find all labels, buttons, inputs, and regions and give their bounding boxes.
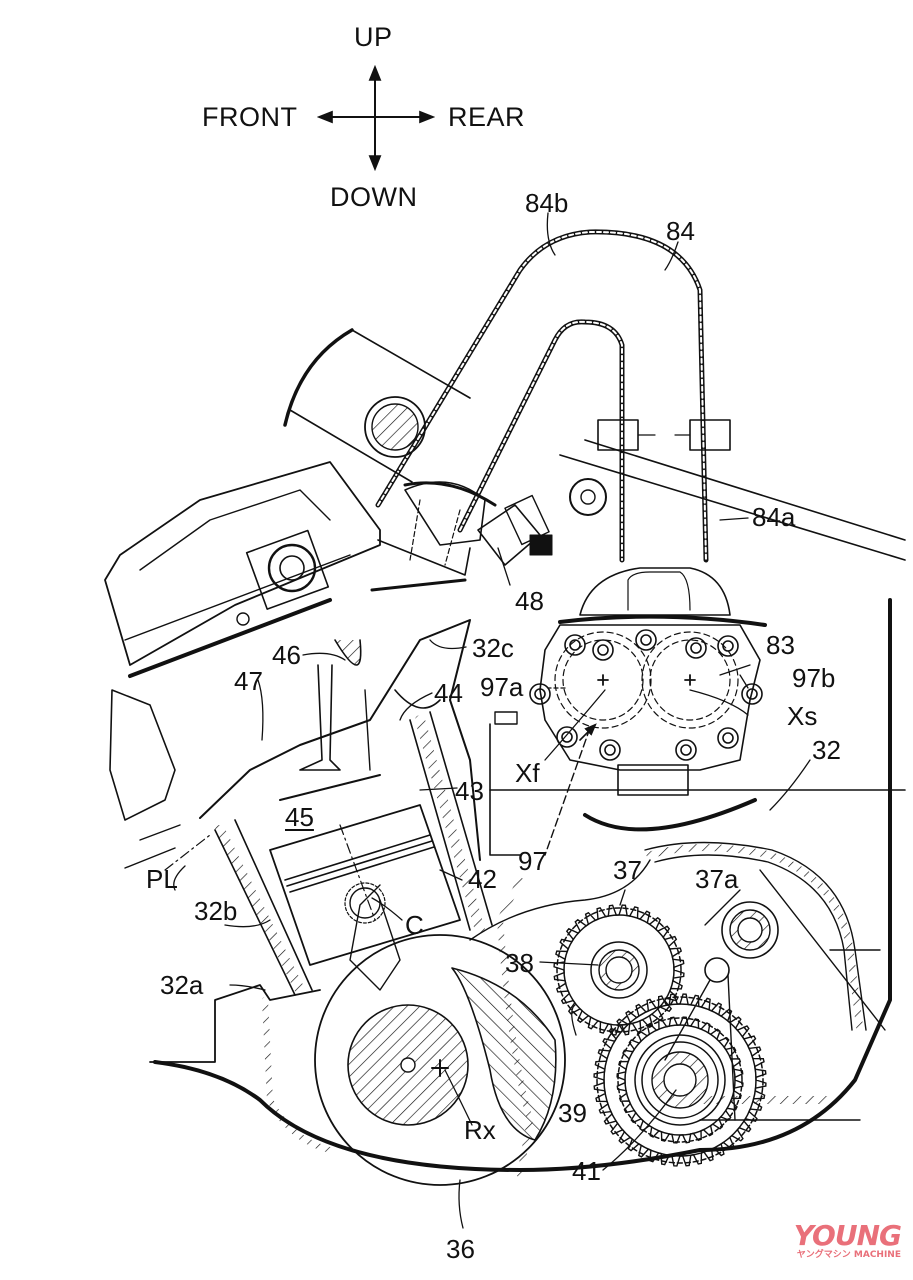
- ref-label-32b: 32b: [194, 896, 238, 926]
- ref-label-32: 32: [812, 735, 841, 765]
- ref-label-97b: 97b: [792, 663, 836, 693]
- ref-label-83: 83: [766, 630, 795, 660]
- leader-lines: [173, 212, 811, 1229]
- ref-label-47: 47: [234, 666, 263, 696]
- ref-label-46: 46: [272, 640, 301, 670]
- exhaust-pipe-84: [375, 229, 731, 616]
- exhaust-port-flange: [489, 614, 906, 856]
- direction-label-front: FRONT: [202, 102, 298, 132]
- gear-teeth-41-outer: [593, 993, 767, 1167]
- ref-label-32a: 32a: [160, 970, 204, 1000]
- direction-label-down: DOWN: [330, 182, 418, 212]
- watermark-brand: YOUNG: [793, 1219, 902, 1252]
- watermark-sub: ヤングマシン MACHINE: [796, 1250, 901, 1260]
- ref-label-84b: 84b: [525, 188, 569, 218]
- ref-label-36: 36: [446, 1234, 475, 1264]
- balancer-gear-38: [556, 907, 682, 1033]
- cylinder-head: [104, 461, 381, 869]
- watermark-logo: YOUNG ヤングマシン MACHINE: [793, 1219, 902, 1260]
- direction-arrows: [316, 64, 436, 172]
- ref-label-Xs: Xs: [787, 701, 818, 731]
- gear-teeth-41-inner: [616, 1016, 744, 1144]
- ref-label-45: 45: [285, 802, 314, 832]
- ref-label-97: 97: [518, 846, 547, 876]
- ref-label-39: 39: [558, 1098, 587, 1128]
- ref-label-PL: PL: [146, 864, 178, 894]
- throttle-body: [370, 478, 607, 592]
- crankshaft-36: [314, 884, 566, 1186]
- idler-gear-37a: [664, 901, 779, 1121]
- ref-label-37a: 37a: [695, 864, 739, 894]
- direction-label-up: UP: [354, 22, 393, 52]
- ref-label-84: 84: [666, 216, 695, 246]
- ref-label-32c: 32c: [472, 633, 514, 663]
- ref-label-97a: 97a: [480, 672, 524, 702]
- ref-label-Rx: Rx: [464, 1115, 496, 1145]
- ref-label-42: 42: [468, 864, 497, 894]
- ref-label-Xf: Xf: [515, 758, 540, 788]
- ref-label-C: C: [405, 910, 424, 940]
- primary-gear-41: [596, 996, 764, 1164]
- cylinder-block: [164, 619, 493, 996]
- frame-member: [283, 328, 906, 561]
- ref-label-44: 44: [434, 678, 463, 708]
- ref-label-41: 41: [572, 1156, 601, 1186]
- ref-label-84a: 84a: [752, 502, 796, 532]
- ref-label-48: 48: [515, 586, 544, 616]
- ref-label-43: 43: [455, 776, 484, 806]
- ref-label-38: 38: [505, 948, 534, 978]
- ref-label-37: 37: [613, 855, 642, 885]
- direction-label-rear: REAR: [448, 102, 526, 132]
